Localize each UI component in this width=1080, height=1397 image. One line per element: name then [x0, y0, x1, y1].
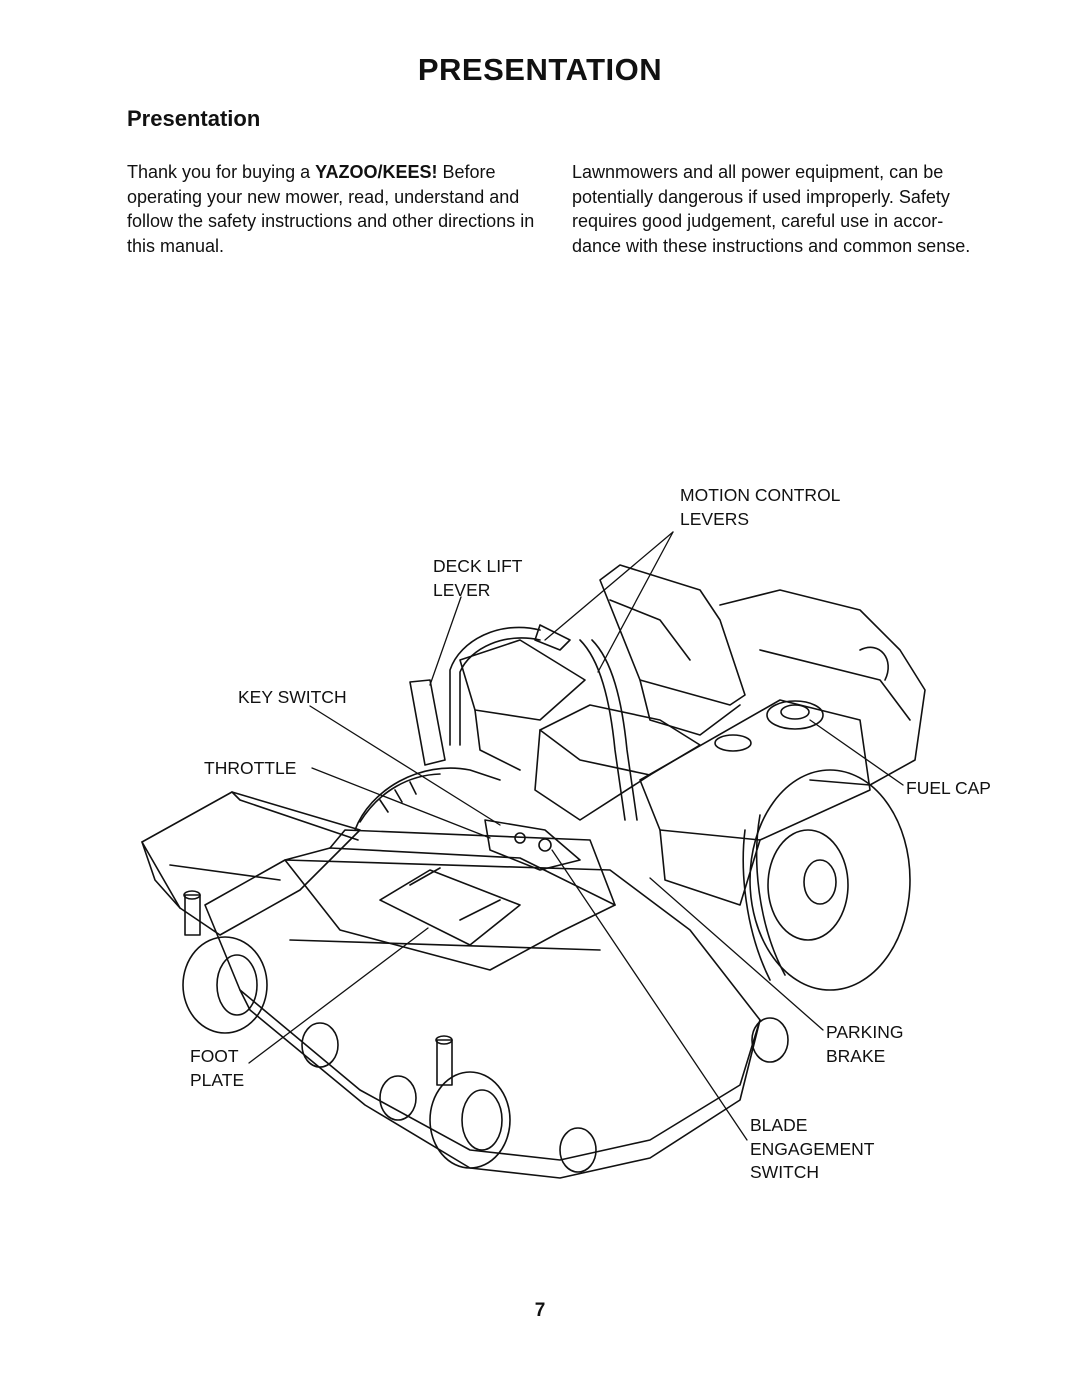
motion-control-levers: [449, 624, 638, 821]
intro-text-start: Thank you for buying a: [127, 162, 316, 182]
intro-paragraph-left: Thank you for buying a YAZOO/KEES! Befor…: [127, 160, 537, 258]
mower-deck: [204, 859, 761, 1179]
front-fender: [354, 767, 501, 831]
front-caster-wheel-left: [182, 890, 268, 1034]
engine-hood: [639, 589, 926, 906]
label-key-switch: KEY SWITCH: [238, 687, 347, 707]
intro-paragraph-right: Lawnmowers and all power equipment, can …: [572, 162, 971, 256]
label-parking-brake: PARKING BRAKE: [826, 1022, 904, 1066]
rear-drive-wheel: [742, 769, 911, 991]
callout-leaders: [248, 531, 904, 1141]
control-panel: [409, 639, 586, 871]
operator-seat: [534, 564, 746, 821]
front-caster-wheel-right: [429, 1035, 511, 1169]
page-title: PRESENTATION: [417, 52, 663, 87]
label-fuel-cap: FUEL CAP: [906, 778, 991, 798]
label-motion-control-levers: MOTION CONTROL LEVERS: [680, 485, 841, 529]
discharge-chute: [141, 791, 361, 936]
anti-scalp-rollers: [301, 1017, 789, 1173]
foot-plate: [284, 829, 616, 971]
brand-name: YAZOO/KEES!: [315, 162, 438, 182]
intro-text-end: Before operating your new mower, read, u…: [127, 162, 535, 256]
page-number: 7: [534, 1300, 546, 1321]
label-deck-lift-lever: DECK LIFT LEVER: [433, 556, 523, 600]
section-heading: Presentation: [127, 106, 261, 131]
label-blade-engagement-switch: BLADE ENGAGEMENT SWITCH: [750, 1115, 875, 1182]
label-throttle: THROTTLE: [204, 758, 297, 778]
label-foot-plate: FOOT PLATE: [190, 1046, 245, 1090]
